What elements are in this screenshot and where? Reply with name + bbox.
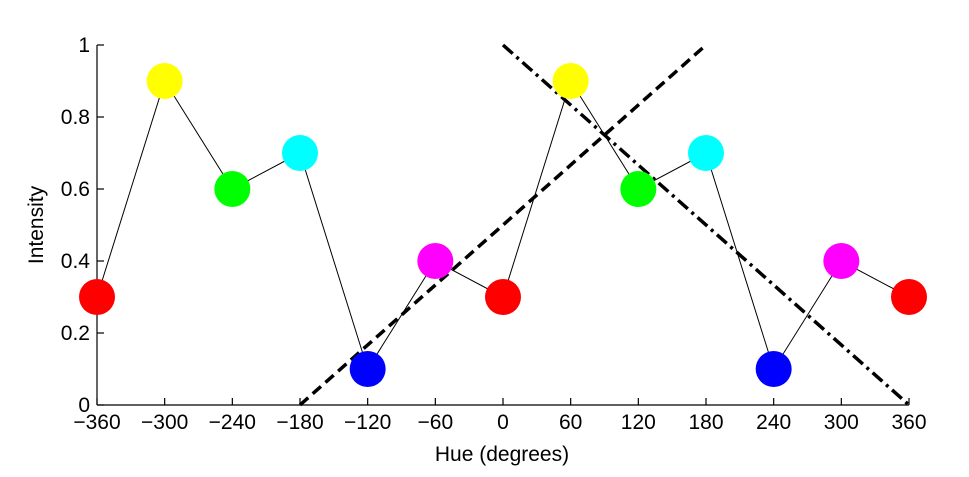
x-tick-label: −360	[73, 411, 120, 434]
data-point	[485, 279, 521, 315]
x-tick-label: −60	[418, 411, 454, 434]
data-point	[146, 63, 183, 99]
data-point	[891, 279, 927, 315]
data-point	[755, 351, 792, 387]
y-axis-title: Intensity	[25, 185, 48, 264]
data-point	[282, 135, 318, 171]
x-axis-title: Hue (degrees)	[435, 443, 569, 466]
axes-group	[96, 44, 910, 406]
x-tick-label: −180	[276, 411, 323, 434]
y-tick-label: 0.6	[61, 178, 90, 201]
data-point	[349, 351, 386, 387]
x-tick-label: 0	[497, 411, 509, 434]
y-tick-label: 0.8	[61, 106, 90, 129]
y-tick-label: 1	[78, 34, 90, 57]
y-tick-label: 0	[78, 394, 90, 417]
x-tick-label: 360	[891, 411, 926, 434]
y-tick-label: 0.2	[61, 322, 90, 345]
data-point	[620, 171, 657, 207]
x-tick-label: −300	[141, 411, 188, 434]
series-line	[96, 79, 910, 371]
x-tick-label: 60	[559, 411, 582, 434]
x-tick-label: 300	[824, 411, 859, 434]
data-point	[688, 135, 724, 171]
data-point	[214, 171, 251, 207]
x-tick-label: −120	[344, 411, 391, 434]
series-line-group	[96, 79, 910, 371]
x-tick-label: 180	[688, 411, 723, 434]
dashed-reference-line	[298, 43, 708, 407]
y-tick-label: 0.4	[61, 250, 91, 273]
data-point	[823, 243, 860, 279]
tick-labels-group: −360 −300 −240 −180 −120 −60 0 60 120 180 240 300 36…	[61, 34, 927, 434]
x-tick-label: 120	[621, 411, 656, 434]
dash-dot-reference-line	[501, 43, 911, 407]
data-point	[417, 243, 454, 279]
reference-lines-group	[298, 43, 911, 407]
x-tick-label: 240	[756, 411, 791, 434]
x-tick-label: −240	[209, 411, 256, 434]
points-group	[79, 63, 927, 387]
data-point	[79, 279, 115, 315]
data-point	[552, 63, 589, 99]
